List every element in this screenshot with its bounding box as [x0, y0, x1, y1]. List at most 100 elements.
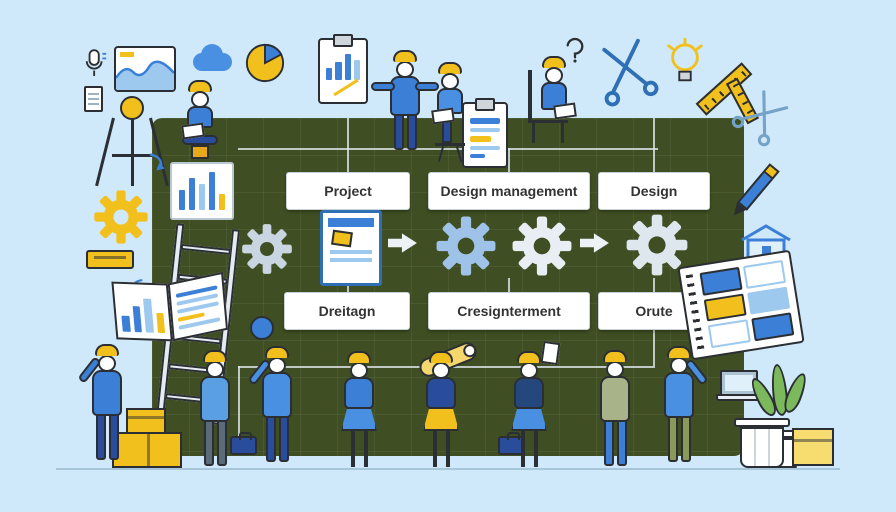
torso	[200, 376, 230, 422]
worker-on-chair-laptop	[522, 56, 582, 148]
laptop-icon	[553, 102, 577, 120]
worker-figure	[77, 344, 124, 460]
torso	[664, 358, 709, 418]
flow-box-design: Design	[598, 172, 710, 210]
planner-icon	[677, 249, 805, 361]
laptop-icon	[716, 370, 762, 401]
torso	[77, 356, 122, 416]
flow-box-dreitagn: Dreitagn	[284, 292, 410, 330]
flow-box-label: Dreitagn	[318, 303, 376, 319]
arm	[371, 82, 395, 91]
hard-hat	[667, 346, 691, 358]
document-icon	[84, 86, 103, 112]
hard-hat	[347, 351, 371, 363]
trash-can-icon	[734, 418, 790, 468]
gear-icon	[436, 216, 496, 276]
stool	[435, 143, 465, 146]
worker-figure	[662, 346, 709, 462]
question-mark-icon	[566, 37, 584, 63]
hard-hat	[603, 350, 627, 362]
legs	[432, 431, 450, 467]
curve-arrow-icon	[149, 153, 165, 171]
hard-hat	[542, 56, 566, 68]
hard-hat	[188, 80, 212, 92]
clipboard-chart-icon	[318, 38, 368, 104]
ground-line	[56, 468, 840, 470]
cloud-icon	[193, 44, 232, 71]
woman-figure	[423, 351, 459, 467]
briefcase-icon	[498, 432, 525, 455]
tag-icon	[86, 250, 134, 269]
legs	[393, 114, 417, 150]
tripod-icon	[95, 96, 169, 190]
pie-chart-icon	[245, 43, 285, 83]
legs	[603, 420, 627, 466]
flow-box-cresignterment: Cresignterment	[428, 292, 590, 330]
flow-box-label: Orute	[635, 303, 673, 319]
worker-figure	[198, 350, 232, 466]
flow-box-label: Project	[324, 183, 372, 199]
card-chart-icon	[170, 162, 234, 220]
hard-hat	[95, 344, 119, 356]
skirt	[511, 407, 547, 431]
scissors-icon	[592, 37, 660, 108]
worker-sitting-laptop	[180, 80, 224, 159]
arrow-icon	[580, 233, 609, 253]
connector-line	[347, 118, 349, 172]
skirt	[423, 407, 459, 431]
connector-line	[653, 278, 655, 292]
legs	[442, 121, 452, 143]
hard-hat	[203, 350, 227, 362]
hard-hat	[517, 351, 541, 363]
woman-figure	[511, 351, 547, 467]
legs	[667, 416, 691, 462]
legs	[203, 420, 227, 466]
hard-hat	[265, 346, 289, 358]
disc-icon	[250, 316, 274, 340]
worker-figure	[247, 346, 294, 462]
box-icon	[792, 428, 834, 466]
connector-line	[653, 118, 655, 172]
presenter-figure	[371, 50, 439, 150]
connector-line	[238, 148, 658, 150]
chair-seat	[528, 120, 568, 123]
legs	[95, 414, 119, 460]
briefcase-icon	[230, 432, 257, 455]
monitor-chart-icon	[114, 46, 176, 92]
torso	[371, 76, 439, 116]
torso	[514, 377, 544, 409]
flow-box-label: Design	[630, 183, 678, 199]
hard-hat	[393, 50, 417, 62]
connector-line	[653, 330, 655, 366]
torso	[426, 377, 456, 409]
arm	[77, 356, 102, 384]
skirt	[341, 407, 377, 431]
gear-icon	[242, 224, 292, 274]
clipboard-list-icon	[462, 102, 508, 168]
lightbulb-icon	[667, 38, 703, 82]
torso	[600, 376, 630, 422]
flowchart-board: Project Design management Design Dreitag…	[152, 118, 744, 456]
torso	[344, 377, 374, 409]
connector-line	[508, 278, 510, 292]
hard-hat	[429, 351, 453, 363]
worker-on-stool-laptop	[428, 62, 472, 162]
flow-box-project: Project	[286, 172, 410, 210]
legs	[350, 431, 368, 467]
blueprint-icon	[320, 210, 382, 286]
open-book-icon	[111, 271, 229, 343]
stool	[191, 145, 209, 159]
gear-icon	[512, 216, 572, 276]
arm	[415, 82, 439, 91]
box-stack-icon	[112, 408, 184, 468]
connector-line	[238, 366, 240, 454]
arrow-icon	[388, 233, 417, 253]
legs	[520, 431, 538, 467]
woman-figure	[341, 351, 377, 467]
legs	[265, 416, 289, 462]
flow-box-design-management: Design management	[428, 172, 590, 210]
hard-hat	[438, 62, 462, 74]
gear-icon	[94, 190, 148, 244]
flow-box-label: Design management	[440, 183, 578, 199]
